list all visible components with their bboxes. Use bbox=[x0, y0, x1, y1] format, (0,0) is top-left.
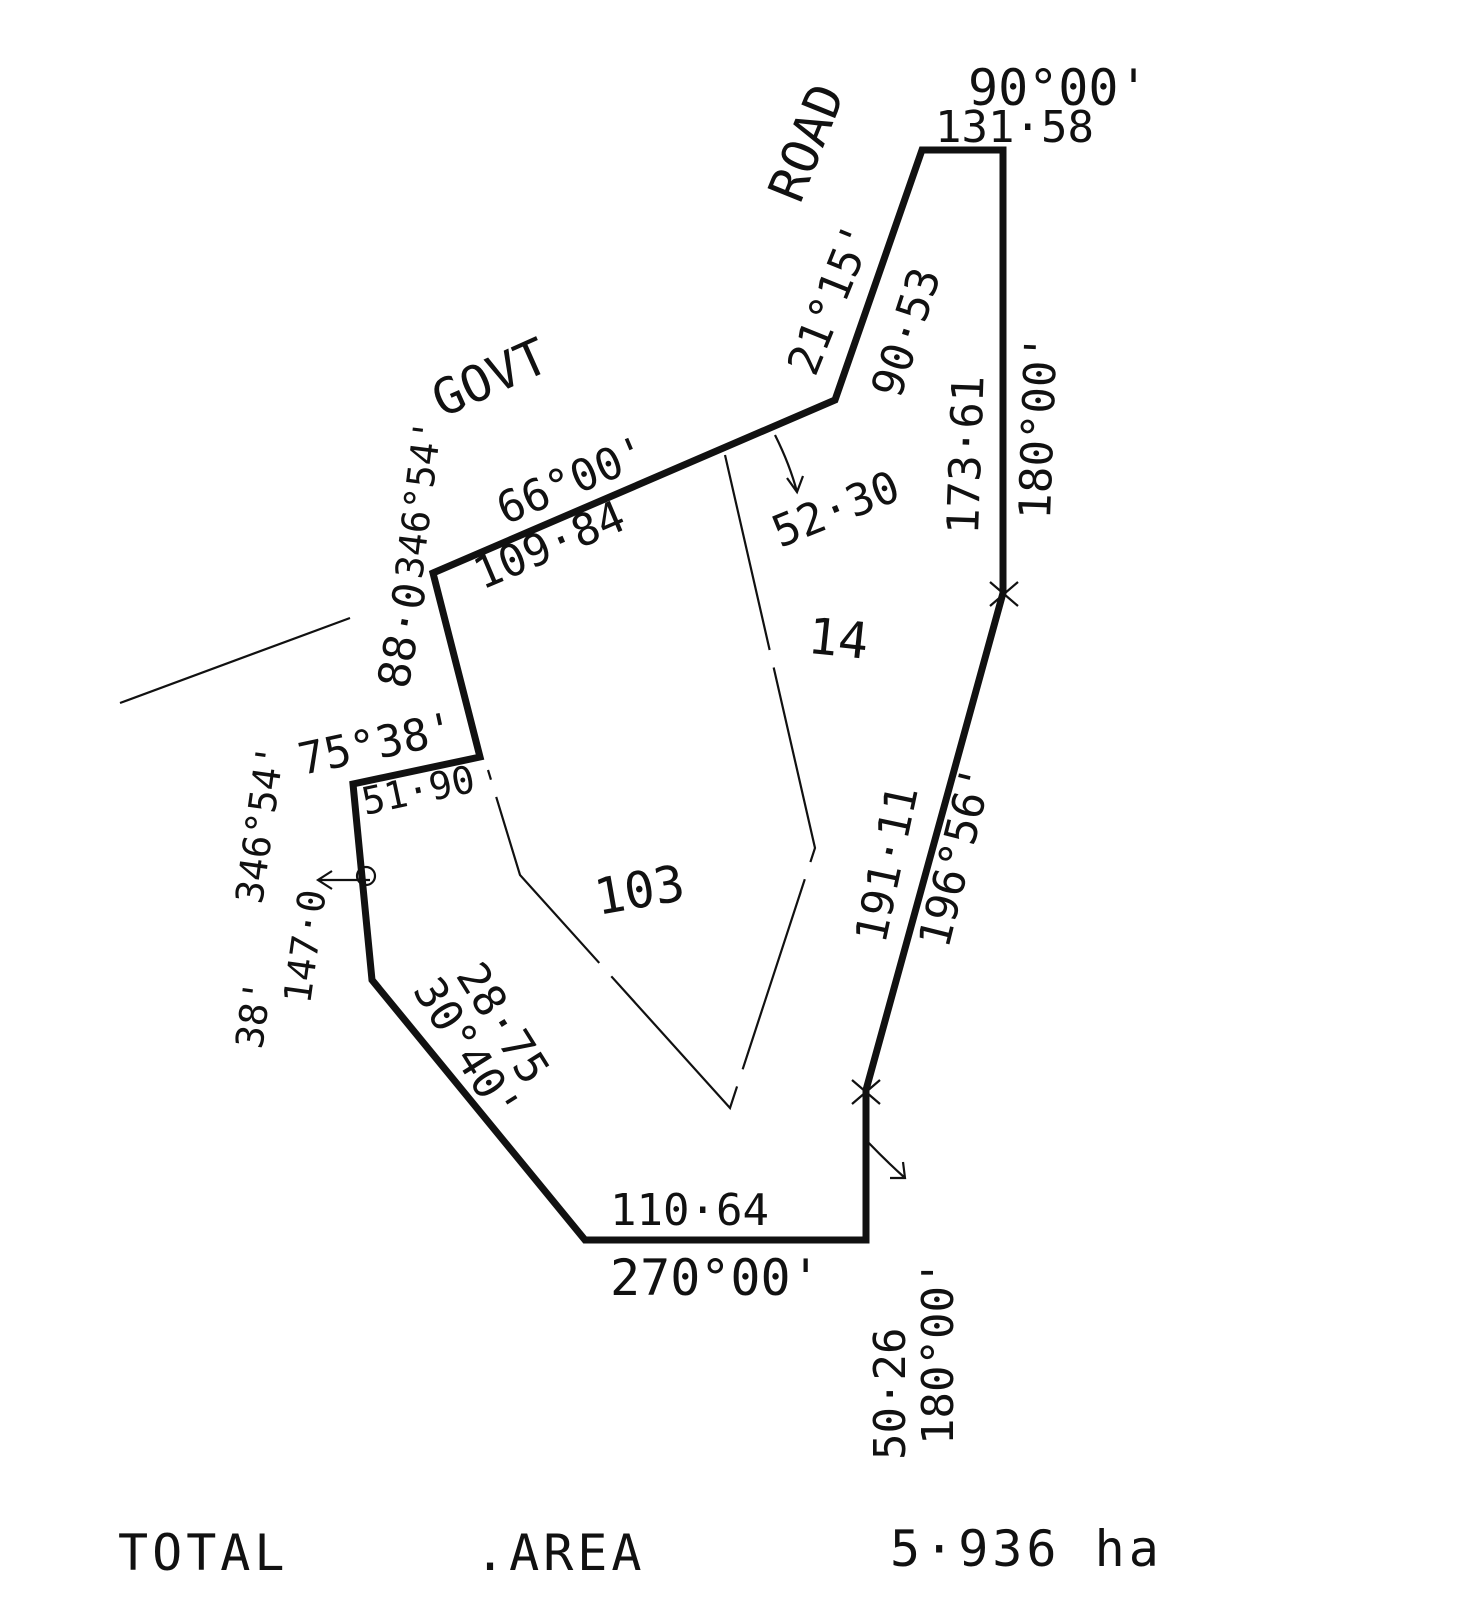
boundary-extension-line bbox=[119, 616, 351, 705]
lot-103-label: 103 bbox=[590, 854, 689, 927]
west-lower-distance: 147·0 bbox=[275, 887, 334, 1006]
parcel-boundary bbox=[349, 146, 1007, 1244]
west-corner-circle bbox=[355, 865, 377, 887]
total-label: TOTAL bbox=[118, 1524, 289, 1582]
corner-mark-east bbox=[989, 581, 1019, 607]
area-value: 5·936 ha bbox=[890, 1520, 1163, 1578]
road-label: ROAD bbox=[757, 76, 856, 209]
south-bearing: 180°00' bbox=[913, 1260, 964, 1445]
arrow-south bbox=[865, 1139, 907, 1180]
govt-label: GOVT bbox=[423, 327, 557, 429]
east-bearing: 180°00' bbox=[1010, 333, 1067, 520]
bottom-bearing: 270°00' bbox=[610, 1249, 821, 1307]
area-label: .AREA bbox=[475, 1524, 646, 1582]
east-distance: 173·61 bbox=[938, 375, 995, 536]
bottom-distance: 110·64 bbox=[610, 1185, 769, 1236]
top-bearing: 90°00' bbox=[968, 59, 1149, 117]
arrow-internal bbox=[774, 434, 805, 495]
internal-distance: 52·30 bbox=[765, 461, 907, 558]
se-bearing: 196°56' bbox=[909, 760, 1003, 952]
arrow-west bbox=[315, 870, 370, 890]
internal-division-line bbox=[486, 454, 817, 1111]
west-lower-angle: 38' bbox=[227, 977, 280, 1051]
corner-mark-south-east bbox=[851, 1079, 881, 1105]
west-lower-bearing: 346°54' bbox=[227, 742, 293, 907]
south-distance: 50·26 bbox=[865, 1328, 916, 1460]
lot-14-label: 14 bbox=[805, 607, 871, 671]
top-distance: 131·58 bbox=[935, 102, 1094, 153]
west-upper-bearing: 346°54' bbox=[387, 417, 450, 581]
west-upper-distance: 88·0 bbox=[369, 579, 438, 692]
